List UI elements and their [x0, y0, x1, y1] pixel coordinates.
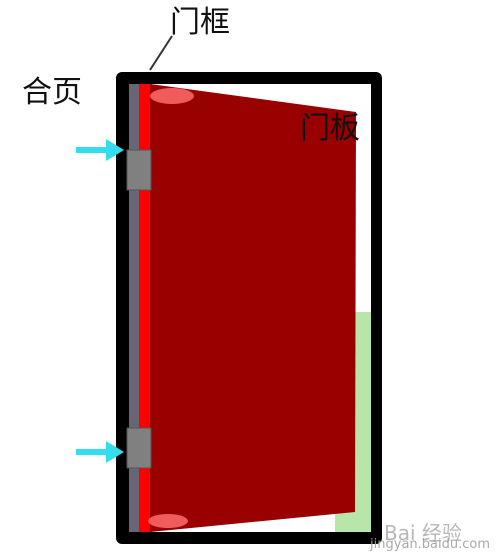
arrow-upper	[76, 139, 124, 161]
door-edge	[139, 84, 152, 532]
door-frame-label: 门框	[170, 5, 230, 40]
watermark-url: jingyan.baidu.com	[370, 537, 490, 552]
door-panel-label: 门板	[300, 111, 360, 146]
frame-leader-line	[149, 35, 173, 71]
bottom-corner-mark	[148, 514, 188, 528]
top-corner-mark	[150, 88, 194, 104]
arrow-lower	[76, 441, 124, 463]
watermark: Bai 经验 jingyan.baidu.com	[370, 515, 492, 553]
watermark-logo: Bai 经验	[384, 521, 462, 545]
hinge-lower	[126, 427, 152, 469]
door-panel	[150, 84, 356, 532]
hinge-label: 合页	[22, 75, 82, 110]
hinge-upper	[126, 149, 152, 191]
hinge-strip	[129, 84, 139, 532]
